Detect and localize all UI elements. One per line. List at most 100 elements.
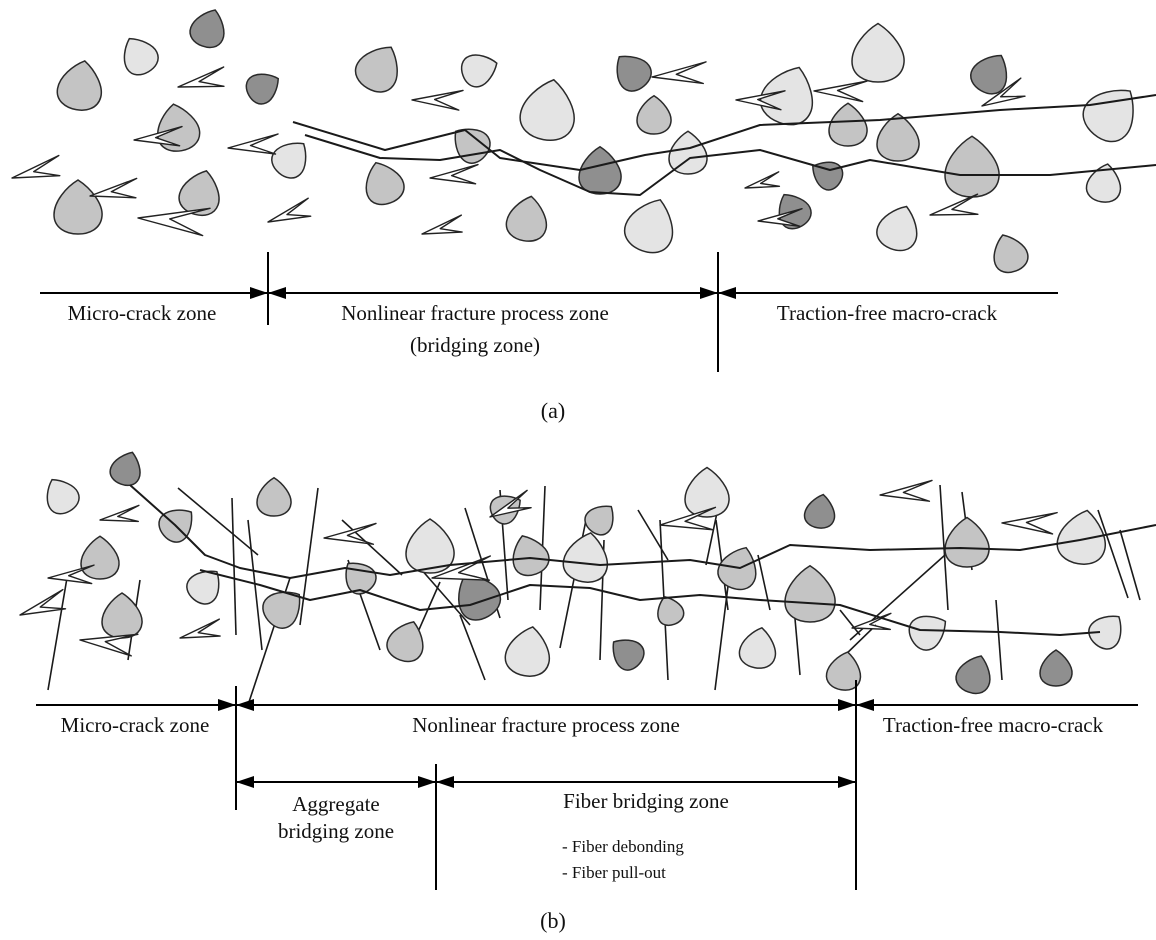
panel-a-crack-path bbox=[293, 95, 1156, 195]
panel-b: Micro-crack zone Nonlinear fracture proc… bbox=[17, 447, 1156, 933]
arrow-head bbox=[250, 287, 268, 299]
panel-a: Micro-crack zone Nonlinear fracture proc… bbox=[10, 4, 1156, 423]
aggregate-particle bbox=[504, 193, 551, 244]
fiber bbox=[840, 610, 860, 635]
aggregate-particle bbox=[604, 630, 649, 675]
aggregate-particle bbox=[579, 147, 621, 194]
arrow-head bbox=[436, 776, 454, 788]
arrow-head bbox=[218, 699, 236, 711]
arrow-head bbox=[856, 699, 874, 711]
aggregate-particle bbox=[561, 529, 613, 585]
aggregate-particle bbox=[606, 46, 657, 97]
micro-crack-flake bbox=[652, 62, 706, 84]
micro-crack-flake bbox=[743, 172, 781, 192]
macro-crack-label: Traction-free macro-crack bbox=[777, 301, 998, 325]
crack-lower-line bbox=[305, 135, 1156, 195]
panel-b-caption: (b) bbox=[540, 908, 566, 933]
fiber-debonding-label: - Fiber debonding bbox=[562, 837, 684, 856]
aggregate-particle bbox=[55, 57, 107, 113]
aggregate-bridging-label-2: bridging zone bbox=[278, 819, 394, 843]
micro-crack-flake bbox=[178, 619, 222, 643]
fiber bbox=[715, 570, 730, 690]
aggregate-particle bbox=[358, 156, 408, 209]
micro-crack-flake bbox=[1001, 508, 1057, 534]
fiber bbox=[758, 555, 770, 610]
aggregate-particle bbox=[737, 625, 780, 671]
fiber bbox=[300, 488, 318, 625]
aggregate-particle bbox=[987, 229, 1032, 277]
aggregate-particle bbox=[445, 118, 496, 169]
aggregate-particle bbox=[81, 536, 119, 579]
aggregate-particle bbox=[505, 530, 553, 580]
macro-crack-label: Traction-free macro-crack bbox=[883, 713, 1104, 737]
micro-crack-flake bbox=[176, 67, 226, 93]
aggregate-particle bbox=[102, 593, 142, 638]
arrow-head bbox=[700, 287, 718, 299]
fracture-process-zone-label: Nonlinear fracture process zone bbox=[341, 301, 609, 325]
aggregate-particle bbox=[945, 136, 999, 197]
aggregate-bridging-label-1: Aggregate bbox=[292, 792, 379, 816]
micro-crack-flake bbox=[10, 156, 63, 184]
aggregate-particle bbox=[1040, 650, 1072, 686]
aggregate-particle bbox=[115, 30, 164, 80]
aggregate-particle bbox=[824, 649, 864, 693]
aggregate-particle bbox=[770, 187, 816, 234]
aggregate-particle bbox=[1075, 75, 1150, 150]
aggregate-particle bbox=[580, 498, 622, 540]
panel-b-aggregates bbox=[38, 447, 1131, 698]
fiber bbox=[1120, 530, 1140, 600]
aggregate-particle bbox=[457, 48, 502, 90]
aggregate-particle bbox=[517, 75, 581, 144]
aggregate-particle bbox=[54, 180, 102, 234]
micro-crack-flake bbox=[659, 507, 716, 531]
panel-a-caption: (a) bbox=[541, 398, 565, 423]
micro-crack-zone-label: Micro-crack zone bbox=[61, 713, 210, 737]
micro-crack-flake bbox=[228, 134, 278, 154]
micro-crack-flake bbox=[430, 165, 478, 184]
aggregate-particle bbox=[803, 492, 838, 530]
aggregate-particle bbox=[872, 200, 925, 256]
micro-crack-flake bbox=[420, 215, 464, 239]
arrow-head bbox=[718, 287, 736, 299]
fiber bbox=[48, 572, 68, 690]
aggregate-particle bbox=[503, 623, 555, 679]
aggregate-particle bbox=[1054, 506, 1111, 568]
aggregate-particle bbox=[38, 472, 84, 519]
aggregate-particle bbox=[383, 616, 431, 666]
aggregate-particle bbox=[965, 47, 1016, 100]
aggregate-particle bbox=[181, 561, 229, 609]
aggregate-particle bbox=[637, 96, 671, 134]
aggregate-particle bbox=[257, 478, 291, 516]
fiber bbox=[996, 600, 1002, 680]
fracture-process-zone-label: Nonlinear fracture process zone bbox=[412, 713, 680, 737]
aggregate-particle bbox=[242, 66, 286, 109]
arrow-head bbox=[838, 699, 856, 711]
micro-crack-zone-label: Micro-crack zone bbox=[68, 301, 217, 325]
aggregate-particle bbox=[785, 566, 835, 622]
aggregate-particle bbox=[1083, 606, 1131, 654]
fiber-bridging-label: Fiber bridging zone bbox=[563, 789, 729, 813]
aggregate-particle bbox=[952, 650, 997, 698]
micro-crack-flake bbox=[880, 480, 932, 501]
aggregate-particle bbox=[806, 154, 847, 194]
arrow-head bbox=[268, 287, 286, 299]
aggregate-particle bbox=[829, 103, 867, 146]
fiber-pullout-label: - Fiber pull-out bbox=[562, 863, 666, 882]
fiber bbox=[460, 615, 485, 680]
aggregate-particle bbox=[153, 500, 201, 548]
arrow-head bbox=[418, 776, 436, 788]
arrow-head bbox=[838, 776, 856, 788]
arrow-head bbox=[236, 699, 254, 711]
micro-crack-flake bbox=[265, 198, 313, 227]
crack-lower-line bbox=[200, 570, 1100, 635]
aggregate-particle bbox=[349, 37, 409, 99]
aggregate-particle bbox=[266, 133, 317, 184]
aggregate-particle bbox=[669, 131, 707, 174]
arrow-head bbox=[236, 776, 254, 788]
aggregate-particle bbox=[107, 447, 147, 489]
aggregate-particle bbox=[877, 114, 919, 161]
aggregate-particle bbox=[852, 24, 904, 83]
micro-crack-flake bbox=[411, 86, 463, 110]
panel-b-dimension-lines bbox=[36, 680, 1138, 890]
